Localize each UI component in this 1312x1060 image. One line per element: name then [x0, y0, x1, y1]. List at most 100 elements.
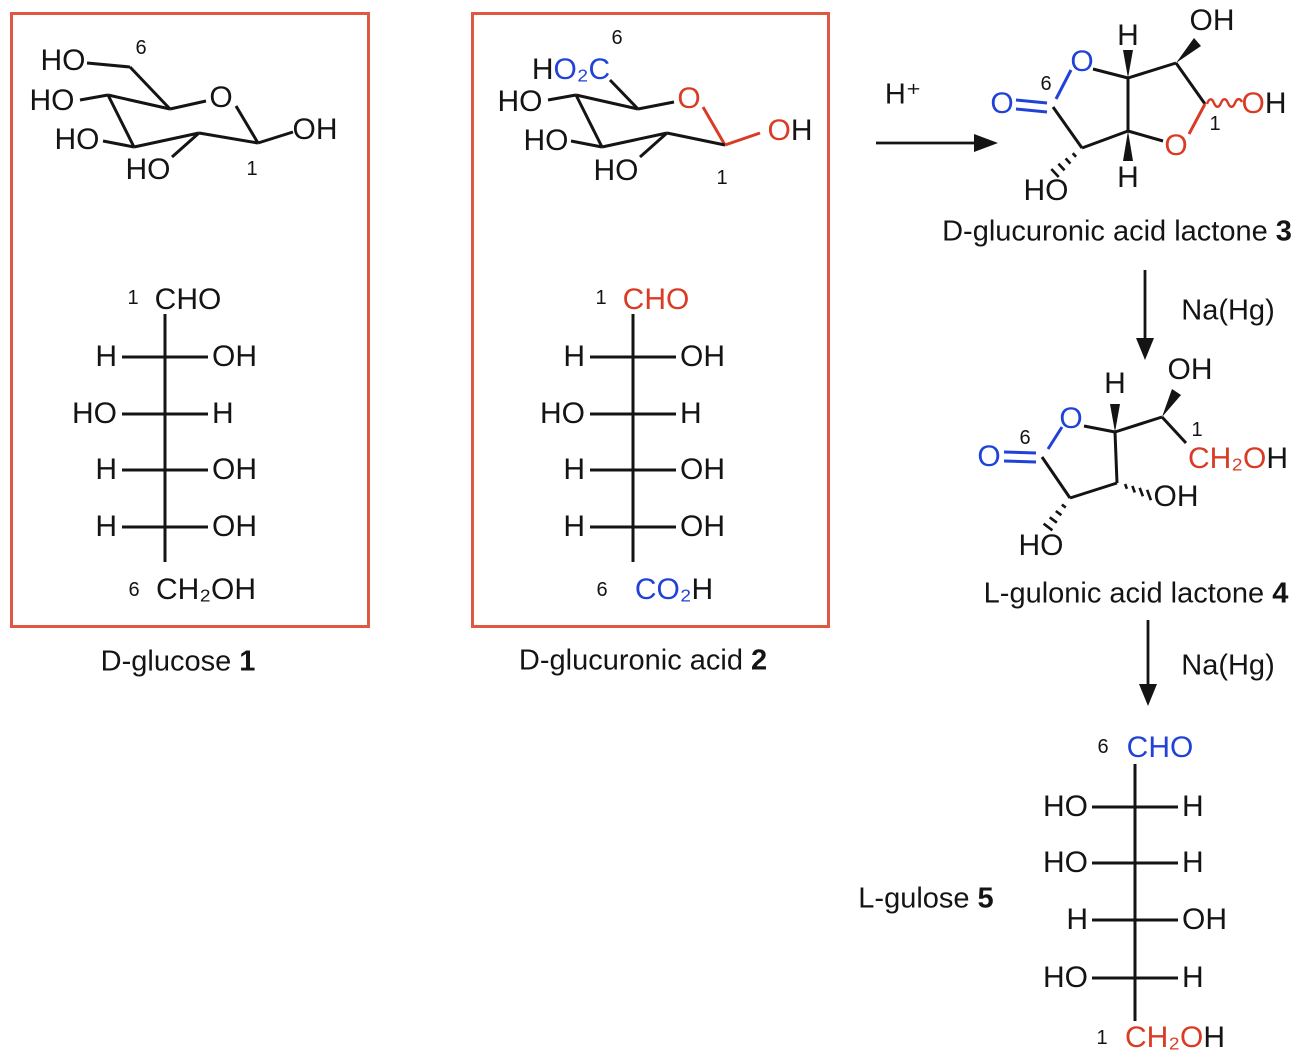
- glucuronic-ring-locant-1: 1: [716, 167, 728, 189]
- lactone4-ring-o: O: [1059, 402, 1083, 435]
- lactone3-ho-bottom: HO: [1023, 174, 1069, 207]
- glucuronic-name: D-glucuronic acid: [518, 644, 743, 677]
- lactone3-ring-o: O: [1070, 45, 1094, 78]
- lactone3-name: D-glucuronic acid lactone: [942, 215, 1268, 248]
- glucuronic-ring-o: O: [677, 82, 701, 115]
- gulose-row4-right: H: [1182, 961, 1204, 994]
- glucose-ring-ho-c2: HO: [125, 153, 171, 186]
- glucuronic-oh-c1-o: O: [767, 114, 791, 147]
- lactone4-oh-side: OH: [1167, 353, 1213, 386]
- gulose-locant-6: 6: [1097, 736, 1109, 758]
- glucose-fischer-bonds: [122, 314, 208, 562]
- lactone4-bonds: [1003, 389, 1188, 532]
- glucose-ring-oh-c1: OH: [292, 113, 338, 146]
- lactone3-h-top: H: [1117, 19, 1139, 52]
- glucuronic-fischer-co2h: CO₂H: [635, 575, 713, 605]
- glucose-fischer-row3-right: OH: [212, 453, 257, 486]
- glucose-fischer-row1-left: H: [95, 340, 117, 373]
- glucose-ring-o: O: [209, 81, 233, 114]
- glucose-fischer-row1-right: OH: [212, 340, 257, 373]
- glucuronic-fischer-locant-6: 6: [596, 579, 608, 601]
- gulose-row2-right: H: [1182, 846, 1204, 879]
- lactone3-carbonyl-o: O: [990, 87, 1014, 120]
- glucuronic-ring-ho2c: HO₂C: [532, 55, 610, 85]
- lactone3-bonds: [1015, 38, 1244, 178]
- lactone4-ch2o: CH₂O: [1188, 442, 1267, 475]
- lactone4-ho-c3: HO: [1018, 529, 1064, 562]
- glucuronic-number: 2: [750, 644, 768, 677]
- glucuronic-co2h-h: H: [691, 573, 714, 606]
- lactone3-h-bottom: H: [1117, 161, 1139, 194]
- glucose-fischer-cho: CHO: [154, 283, 222, 316]
- lactone3-anomeric-o: O: [1241, 87, 1265, 120]
- glucuronic-fischer-row1-right: OH: [680, 340, 725, 373]
- gulose-row1-left: HO: [1043, 790, 1088, 823]
- glucose-ring-locant-6: 6: [135, 37, 147, 59]
- gulose-cho: CHO: [1126, 731, 1194, 764]
- gulose-number: 5: [977, 882, 994, 915]
- glucose-ring-bonds: [79, 61, 294, 159]
- glucuronic-ring-locant-6: 6: [611, 27, 623, 49]
- glucuronic-ring-ho-c4: HO: [497, 85, 543, 118]
- glucuronic-fischer-row3-right: OH: [680, 453, 725, 486]
- gulose-row4-left: HO: [1043, 961, 1088, 994]
- gulose-ch2oh-h: H: [1203, 1021, 1225, 1054]
- glucuronic-ring-ho-c2: HO: [593, 154, 639, 187]
- glucose-ring-locant-1: 1: [246, 158, 258, 180]
- glucuronic-fischer-row2-left: HO: [540, 397, 585, 430]
- lactone4-oh-c4: OH: [1153, 480, 1199, 513]
- glucose-fischer-ch2oh: CH₂OH: [156, 573, 256, 606]
- gulose-row3-right: OH: [1182, 903, 1227, 936]
- lactone4-ch2oh: CH₂OH: [1188, 444, 1288, 474]
- gulose-ch2o: CH₂O: [1125, 1021, 1204, 1054]
- na-hg-reagent-1: Na(Hg): [1181, 294, 1275, 327]
- gulose-fischer-bonds: [1092, 764, 1178, 1021]
- lactone3-anomeric-oh: OH: [1241, 89, 1286, 119]
- glucose-fischer-row2-left: HO: [72, 397, 117, 430]
- glucose-ring-ho-c3: HO: [54, 123, 100, 156]
- lactone3-number: 3: [1275, 215, 1292, 248]
- glucose-fischer-locant-1: 1: [127, 287, 139, 309]
- gulose-name: L-gulose: [858, 882, 970, 915]
- glucuronic-fischer-row4-right: OH: [680, 510, 725, 543]
- glucose-fischer-row2-right: H: [212, 397, 234, 430]
- lactone4-ch2oh-h: H: [1266, 442, 1288, 475]
- glucuronic-ring-oh-c1: OH: [767, 116, 812, 146]
- glucuronic-ho2c-h: H: [531, 53, 554, 86]
- lactone4-name: L-gulonic acid lactone: [983, 577, 1265, 610]
- lactone4-locant-1: 1: [1191, 419, 1203, 441]
- lactone3-oh-top: OH: [1189, 4, 1235, 37]
- glucuronic-co2: CO₂: [634, 573, 692, 606]
- gulose-locant-1: 1: [1096, 1027, 1108, 1049]
- glucuronic-fischer-row2-right: H: [680, 397, 702, 430]
- glucose-fischer-row4-right: OH: [212, 510, 257, 543]
- glucose-fischer-locant-6: 6: [128, 579, 140, 601]
- glucuronic-ring-bonds: [547, 78, 761, 159]
- glucuronic-ho2c-o2c: O₂C: [553, 53, 611, 86]
- glucuronic-fischer-bonds: [590, 314, 676, 562]
- lactone3-locant-1: 1: [1209, 113, 1221, 135]
- glucose-fischer-row3-left: H: [95, 453, 117, 486]
- glucose-ring-ho-c4: HO: [29, 84, 75, 117]
- glucuronic-ring-ho-c3: HO: [523, 124, 569, 157]
- lactone4-h-c5: H: [1104, 367, 1126, 400]
- glucuronic-fischer-row4-left: H: [563, 510, 585, 543]
- h-plus-reagent: H⁺: [884, 78, 922, 111]
- glucose-fischer-row4-left: H: [95, 510, 117, 543]
- glucuronic-highlight-box: [471, 12, 830, 628]
- glucuronic-fischer-locant-1: 1: [595, 287, 607, 309]
- glucose-ring-ho-c6: HO: [40, 44, 86, 77]
- lactone3-furanose-o: O: [1164, 129, 1188, 162]
- glucuronic-oh-c1-h: H: [790, 114, 813, 147]
- lactone4-locant-6: 6: [1019, 427, 1031, 449]
- lactone4-number: 4: [1272, 577, 1289, 610]
- na-hg-arrow-1: [1136, 270, 1154, 360]
- gulose-ch2oh: CH₂OH: [1125, 1023, 1225, 1053]
